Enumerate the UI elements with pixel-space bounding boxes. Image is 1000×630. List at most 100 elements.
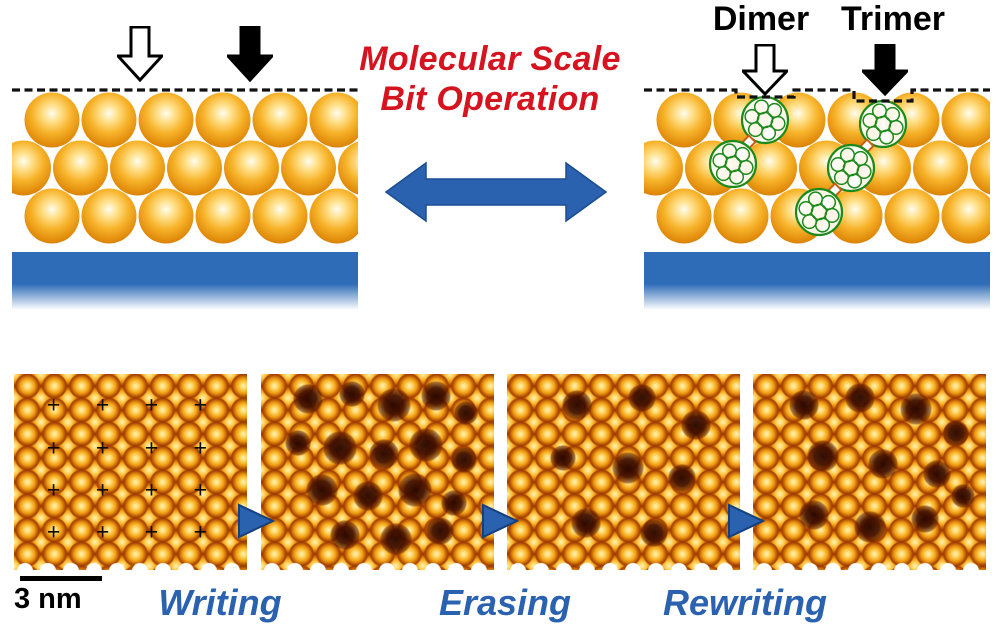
step-arrow-icon <box>481 503 520 544</box>
bit-dark-spot <box>923 459 952 488</box>
bit-dark-spot <box>667 463 696 492</box>
target-marker: + <box>193 476 208 503</box>
bit-dark-spot <box>454 401 479 426</box>
target-marker: + <box>46 476 61 503</box>
gold-sphere <box>970 141 990 195</box>
bit-dark-spot <box>561 390 592 421</box>
bit-dark-spot <box>285 429 312 456</box>
gold-sphere <box>656 188 712 244</box>
bit-dark-spot <box>628 383 657 412</box>
target-marker: + <box>144 476 159 503</box>
gold-sphere <box>24 188 80 244</box>
bit-dark-spot <box>911 505 940 534</box>
bit-dark-spot <box>329 519 360 550</box>
step-label-writing: Writing <box>158 582 282 623</box>
target-marker: + <box>46 434 61 460</box>
gold-sphere <box>338 141 358 195</box>
schematic-before-panel <box>12 84 358 312</box>
gold-sphere <box>138 92 194 148</box>
scale-bar-label: 3 nm <box>14 583 82 615</box>
gold-sphere <box>24 92 80 148</box>
bit-dark-spot <box>942 419 969 446</box>
bit-dark-spot <box>639 518 668 547</box>
bit-dark-spot <box>868 449 899 480</box>
gold-sphere <box>644 140 683 196</box>
hollow-down-arrow-icon <box>739 43 791 101</box>
gold-sphere <box>81 188 137 244</box>
gold-sphere <box>110 140 165 196</box>
target-marker: + <box>193 434 208 460</box>
target-marker: + <box>95 518 110 545</box>
gold-sphere <box>252 92 308 148</box>
gold-sphere <box>195 188 251 244</box>
gold-sphere-lattice <box>12 88 358 244</box>
bit-dark-spot <box>292 384 323 415</box>
gold-sphere <box>252 188 308 244</box>
gold-sphere-lattice-with-fullerenes <box>644 88 990 244</box>
surface-line-with-pits <box>644 88 990 103</box>
gold-sphere <box>884 188 940 244</box>
bit-dark-spot <box>420 380 451 411</box>
step-label-rewriting: Rewriting <box>662 582 827 623</box>
scale-bar <box>20 576 102 581</box>
gold-sphere <box>713 188 769 244</box>
gold-sphere <box>656 92 712 148</box>
fullerene-chains <box>708 95 908 237</box>
hollow-down-arrow-icon <box>114 25 166 87</box>
step-arrow-icon <box>237 503 276 544</box>
bit-dark-spot <box>369 439 400 470</box>
fullerene-cage <box>794 187 844 237</box>
target-marker: + <box>46 518 61 545</box>
stm-image-after-rewriting <box>753 374 986 570</box>
schematic-after-panel <box>644 84 990 312</box>
bit-dark-spot <box>571 507 602 538</box>
bit-dark-spot <box>806 440 839 473</box>
bit-dark-spot <box>680 409 711 440</box>
gold-sphere <box>224 140 279 196</box>
bit-dark-spot <box>450 447 477 474</box>
target-marker: + <box>144 391 159 418</box>
fullerene-cage <box>826 143 876 193</box>
gold-sphere <box>195 92 251 148</box>
bit-dark-spot <box>380 522 413 555</box>
dimer-label: Dimer <box>712 0 810 38</box>
bit-dark-spot <box>950 483 975 508</box>
figure-title-line2: Bit Operation <box>380 80 600 118</box>
stm-image-after-writing <box>261 374 494 570</box>
gold-sphere <box>53 140 108 196</box>
target-marker: + <box>144 518 159 545</box>
gold-sphere <box>742 140 797 196</box>
gold-sphere <box>12 140 51 196</box>
bit-dark-spot <box>397 472 432 507</box>
bit-dark-spot <box>409 427 444 462</box>
figure-title-line1: Molecular Scale <box>359 40 621 78</box>
stm-image-after-erasing <box>507 374 740 570</box>
gold-sphere <box>167 140 222 196</box>
bit-dark-spot <box>353 480 384 511</box>
fullerene-cage <box>708 139 758 189</box>
step-arrow-icon <box>727 503 766 544</box>
target-marker: + <box>95 391 110 418</box>
bit-dark-spot <box>376 388 411 423</box>
gold-sphere <box>81 92 137 148</box>
target-marker: + <box>144 434 159 460</box>
bit-dark-spot <box>900 393 933 426</box>
gold-sphere <box>309 92 358 148</box>
gold-sphere <box>941 188 990 244</box>
substrate-bar <box>12 252 358 310</box>
gold-sphere <box>941 92 990 148</box>
gold-sphere <box>281 140 336 196</box>
bit-dark-spot <box>845 382 876 413</box>
bit-dark-spot <box>789 390 820 421</box>
bit-dark-spot <box>612 452 645 485</box>
bit-dark-spot <box>441 490 468 517</box>
substrate-bar <box>644 252 990 310</box>
gold-sphere <box>309 188 358 244</box>
bit-dark-spot <box>798 500 829 531</box>
filled-down-arrow-icon <box>859 43 911 101</box>
gold-sphere <box>138 188 194 244</box>
bit-dark-spot <box>338 380 365 407</box>
gold-sphere <box>827 188 883 244</box>
bit-dark-spot <box>305 473 338 506</box>
